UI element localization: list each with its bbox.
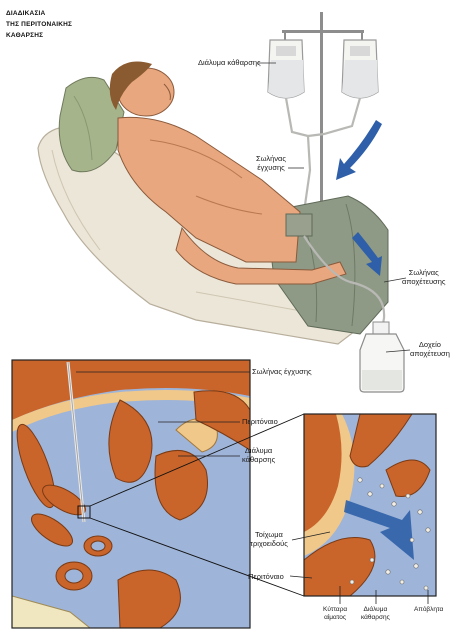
label-drainage-container-line2: αποχέτευση: [410, 349, 450, 358]
label-infusion-tube: Σωλήνας έγχυσης: [256, 154, 286, 172]
label-bottom-2-line1: Διάλυμα: [361, 606, 390, 614]
label-bottom-1-line1: Κύτταρα: [323, 606, 347, 614]
label-capillary-wall: Τοίχωμα τριχοειδούς: [250, 530, 288, 548]
label-infusion-tube-line2: έγχυσης: [256, 163, 286, 172]
title-line-3: ΚΑΘΑΡΣΗΣ: [6, 30, 72, 41]
label-infusion-tube-inset: Σωλήνας έγχυσης: [252, 367, 312, 376]
label-drainage-tube-line1: Σωλήνας: [402, 268, 445, 277]
label-capillary-wall-line2: τριχοειδούς: [250, 539, 288, 548]
label-capillary-wall-line1: Τοίχωμα: [250, 530, 288, 539]
label-cleaning-solution-inset-line1: Διάλυμα: [242, 446, 275, 455]
diagram-title: ΔΙΑΔΙΚΑΣΙΑ ΤΗΣ ΠΕΡΙΤΟΝΑΙΚΗΣ ΚΑΘΑΡΣΗΣ: [6, 8, 72, 41]
solution-bag-left: [268, 40, 304, 98]
inset-cross-section: [10, 360, 250, 628]
label-bottom-1-line2: αίματος: [323, 614, 347, 622]
label-bottom-3: Απόβλητα: [414, 606, 443, 614]
title-line-2: ΤΗΣ ΠΕΡΙΤΟΝΑΙΚΗΣ: [6, 19, 72, 30]
label-peritoneum-bottom: Περιτόναιο: [248, 572, 284, 581]
drainage-container: [360, 322, 404, 392]
label-bottom-2-line2: κάθαρσης: [361, 614, 390, 622]
label-drainage-container: Δοχείο αποχέτευση: [410, 340, 450, 358]
solution-bag-right: [342, 40, 378, 98]
label-drainage-container-line1: Δοχείο: [410, 340, 450, 349]
abdominal-dressing: [286, 214, 312, 236]
label-infusion-tube-line1: Σωλήνας: [256, 154, 286, 163]
title-line-1: ΔΙΑΔΙΚΑΣΙΑ: [6, 8, 72, 19]
label-drainage-tube-line2: αποχέτευσης: [402, 277, 445, 286]
label-bottom-2: Διάλυμα κάθαρσης: [361, 606, 390, 622]
label-cleaning-solution-inset-line2: κάθαρσης: [242, 455, 275, 464]
label-cleaning-solution-inset: Διάλυμα κάθαρσης: [242, 446, 275, 464]
label-cleaning-solution: Διάλυμα κάθαρσης: [198, 58, 261, 67]
inset-magnified: [304, 414, 436, 596]
label-drainage-tube: Σωλήνας αποχέτευσης: [402, 268, 445, 286]
label-bottom-1: Κύτταρα αίματος: [323, 606, 347, 622]
label-peritoneum-top: Περιτόναιο: [242, 417, 278, 426]
